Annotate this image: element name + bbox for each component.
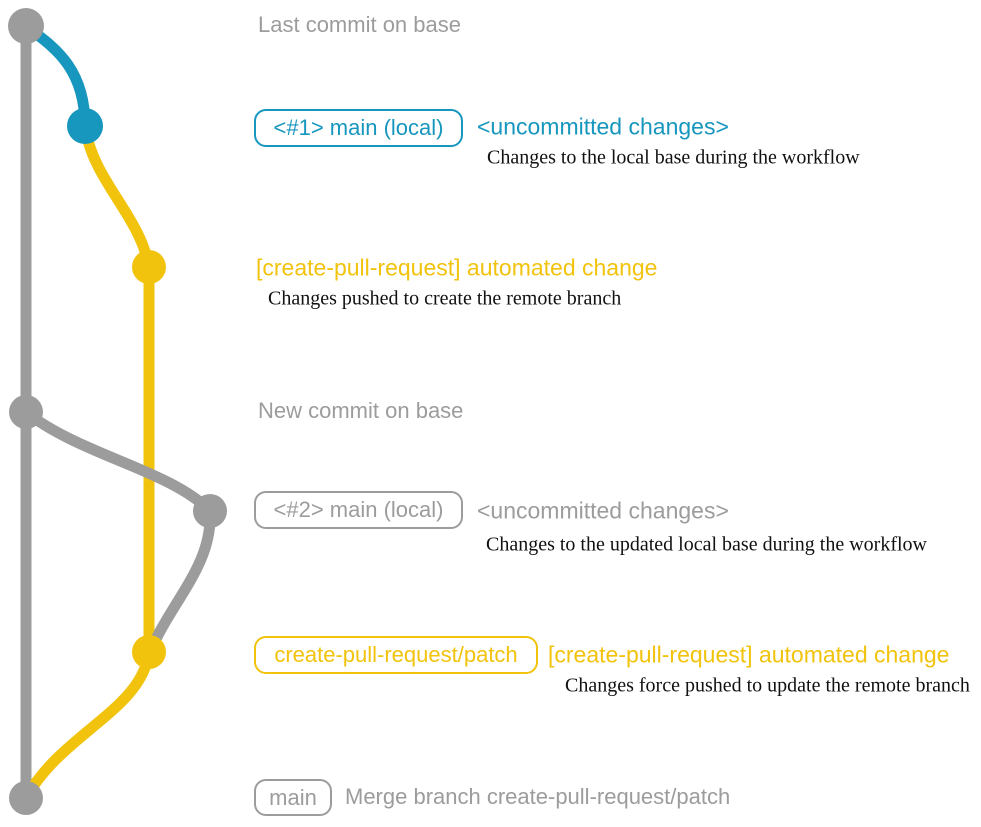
local2-to-remote-curve (144, 505, 216, 658)
commit-node-merge-commit (9, 781, 43, 815)
git-graph (8, 8, 227, 815)
description-local-changes-1: Changes to the local base during the wor… (487, 146, 860, 169)
branch-badge-create-pull-request-patch: create-pull-request/patch (254, 636, 538, 674)
branch-badge-main: main (254, 779, 332, 816)
commit-node-local-commit-2 (193, 494, 227, 528)
caption-last-commit-on-base: Last commit on base (258, 12, 461, 37)
commit-node-last-base-commit (8, 8, 44, 44)
description-local-changes-2: Changes to the updated local base during… (486, 533, 927, 556)
commit-node-local-commit-1 (67, 108, 103, 144)
branch-badge-main-local-1: <#1> main (local) (254, 109, 463, 147)
caption-new-commit-on-base: New commit on base (258, 398, 464, 423)
description-push-create-remote: Changes pushed to create the remote bran… (268, 287, 622, 310)
commit-node-remote-branch-commit-2 (132, 635, 166, 669)
status-uncommitted-changes-2: <uncommitted changes> (477, 497, 729, 524)
description-force-push-remote: Changes force pushed to update the remot… (565, 674, 970, 697)
caption-merge-branch: Merge branch create-pull-request/patch (345, 784, 731, 809)
commit-message-automated-change-2: [create-pull-request] automated change (548, 641, 950, 668)
remote-branch-curve-from-local1 (79, 120, 155, 273)
commit-node-new-base-commit (9, 395, 43, 429)
status-uncommitted-changes-1: <uncommitted changes> (477, 113, 729, 140)
commit-node-remote-branch-commit-1 (132, 250, 166, 284)
commit-message-automated-change-1: [create-pull-request] automated change (256, 254, 658, 281)
new-base-to-local2-curve (20, 406, 216, 517)
branch-badge-main-local-2: <#2> main (local) (254, 491, 463, 529)
merge-curve-to-main (20, 646, 155, 804)
